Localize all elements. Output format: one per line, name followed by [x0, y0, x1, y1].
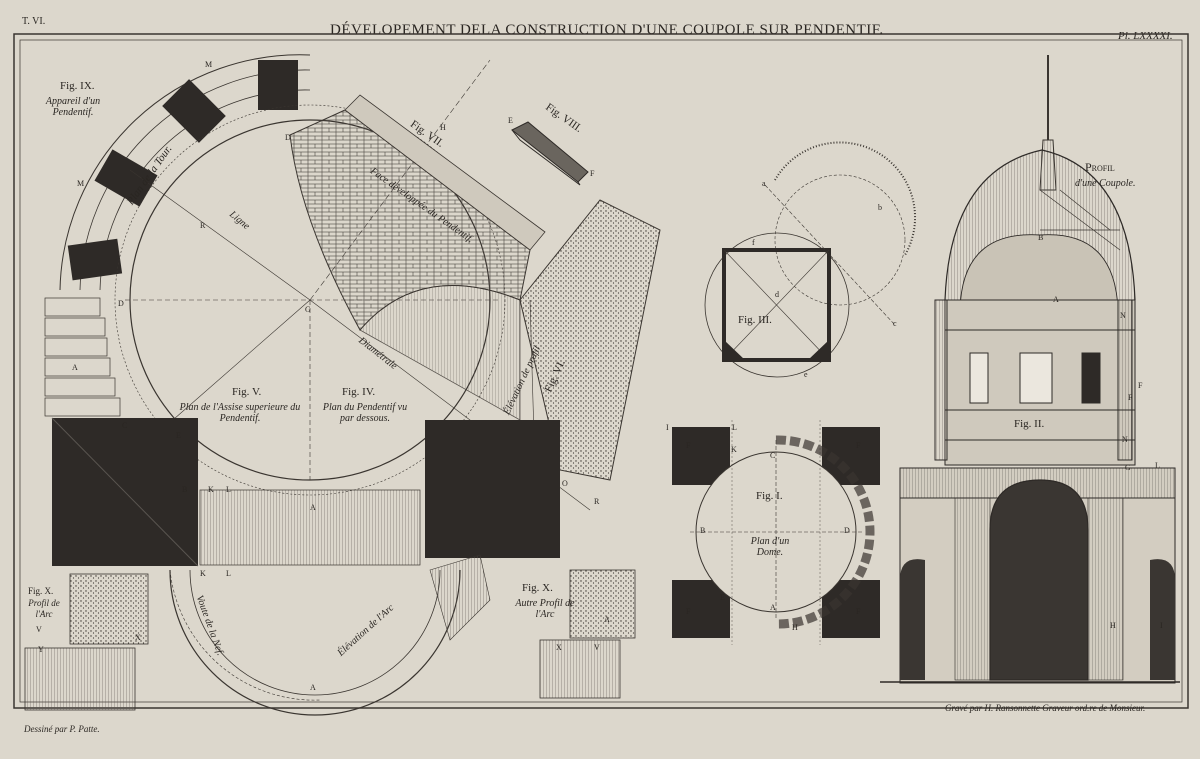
svg-text:d: d — [775, 290, 779, 299]
fig5-label: Fig. V. — [232, 386, 262, 398]
tome-number: T. VI. — [22, 16, 46, 27]
svg-text:A: A — [310, 683, 316, 692]
svg-text:B: B — [182, 485, 187, 494]
svg-text:D: D — [285, 133, 291, 142]
svg-text:A: A — [770, 603, 776, 612]
plate-number: Pl. LXXXXI. — [1118, 30, 1173, 42]
credit-draughtsman: Dessiné par P. Patte. — [24, 724, 100, 734]
svg-text:f: f — [752, 238, 755, 247]
svg-text:A: A — [604, 615, 610, 624]
fig1-caption: Plan d'un Dome. — [750, 536, 790, 558]
svg-text:E: E — [508, 116, 513, 125]
svg-text:R: R — [200, 221, 206, 230]
plate-frame — [13, 33, 1189, 709]
fig10b-caption: Autre Profil de l'Arc — [515, 598, 575, 620]
fig3-drawing: a b c e f d — [704, 141, 916, 379]
svg-text:F: F — [856, 441, 861, 450]
svg-text:c: c — [893, 319, 897, 328]
svg-text:K: K — [200, 569, 206, 578]
svg-text:K: K — [208, 485, 214, 494]
fig10a-label: Fig. X. — [28, 586, 54, 596]
svg-text:B: B — [700, 526, 705, 535]
svg-text:V: V — [594, 643, 600, 652]
svg-text:F: F — [1138, 381, 1143, 390]
svg-text:H: H — [1110, 621, 1116, 630]
fig2-label: Fig. II. — [1014, 418, 1045, 430]
svg-text:B: B — [1038, 233, 1043, 242]
svg-text:I: I — [1160, 621, 1163, 630]
svg-text:N: N — [1122, 435, 1128, 444]
svg-text:A: A — [72, 363, 78, 372]
svg-text:K: K — [731, 445, 737, 454]
svg-text:H: H — [440, 123, 446, 132]
fig9-label: Fig. IX. — [60, 80, 95, 92]
svg-text:X: X — [135, 633, 141, 642]
svg-text:e: e — [804, 370, 808, 379]
svg-text:A: A — [1053, 295, 1059, 304]
svg-text:C: C — [122, 421, 127, 430]
profil-caption: d'une Coupole. — [1075, 178, 1136, 189]
svg-text:M: M — [205, 60, 212, 69]
svg-text:E: E — [176, 431, 181, 440]
svg-text:H: H — [792, 623, 798, 632]
svg-text:L: L — [1155, 461, 1160, 470]
pendentif-plan-group — [24, 54, 661, 716]
svg-text:D: D — [118, 299, 124, 308]
svg-text:I: I — [666, 423, 669, 432]
fig4-label: Fig. IV. — [342, 386, 376, 398]
svg-text:C: C — [770, 451, 775, 460]
svg-text:L: L — [226, 485, 231, 494]
svg-text:Y: Y — [38, 645, 44, 654]
svg-text:L: L — [226, 569, 231, 578]
svg-text:X: X — [556, 643, 562, 652]
credit-engraver: Gravé par H. Ransonnette Graveur ord.re … — [945, 703, 1146, 713]
svg-text:F: F — [686, 607, 691, 616]
fig3-label: Fig. III. — [738, 314, 772, 326]
svg-text:F: F — [856, 607, 861, 616]
svg-text:F: F — [590, 169, 595, 178]
fig10b-label: Fig. X. — [522, 582, 553, 594]
svg-text:V: V — [36, 625, 42, 634]
fig5-caption: Plan de l'Assise superieure du Pendentif… — [179, 402, 301, 424]
fig2-dome-section: A B N FF N G L H I — [880, 55, 1180, 684]
svg-text:G: G — [305, 305, 311, 314]
fig4-caption: Plan du Pendentif vu par dessous. — [322, 402, 408, 424]
profil-title: Profil — [1085, 160, 1115, 174]
svg-text:N: N — [1120, 311, 1126, 320]
svg-text:F: F — [1128, 393, 1133, 402]
fig1-label: Fig. I. — [756, 490, 783, 502]
svg-text:a: a — [762, 179, 766, 188]
svg-text:O: O — [562, 479, 568, 488]
svg-text:G: G — [1125, 463, 1131, 472]
svg-text:D: D — [844, 526, 850, 535]
right-pier — [425, 420, 560, 558]
svg-text:E: E — [720, 593, 725, 602]
fig1-drawing: I L K C B D E A F F F F H — [666, 420, 880, 645]
fig10a-caption: Profil de l'Arc — [28, 598, 60, 619]
fig9-caption: Appareil d'un Pendentif. — [45, 96, 101, 118]
svg-text:R: R — [594, 497, 600, 506]
svg-text:L: L — [732, 423, 737, 432]
svg-text:F: F — [686, 441, 691, 450]
svg-text:M: M — [77, 179, 84, 188]
svg-text:A: A — [310, 503, 316, 512]
svg-text:b: b — [878, 203, 882, 212]
